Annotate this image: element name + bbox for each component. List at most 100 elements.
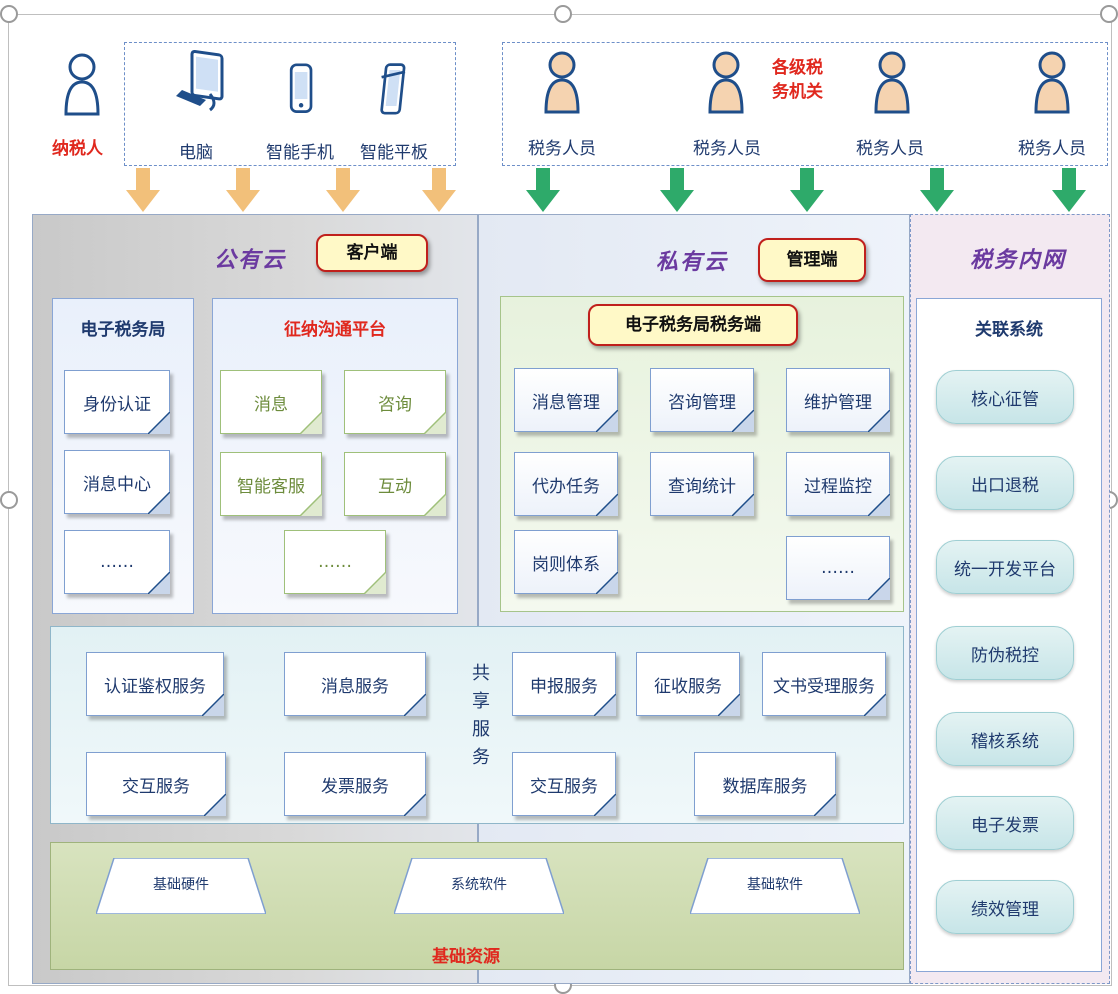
down-arrow-icon — [326, 168, 360, 212]
etax-bureau-title: 电子税务局 — [80, 320, 166, 340]
base-software-shape[interactable] — [690, 858, 860, 914]
page-curl-icon — [594, 794, 616, 816]
card-label: 身份认证 — [83, 394, 151, 415]
page-curl-icon — [300, 412, 322, 434]
export-refund-item[interactable]: 出口退税 — [936, 456, 1074, 510]
page-curl-icon — [596, 410, 618, 432]
consult-card[interactable]: 咨询 — [344, 370, 446, 434]
smart-service-card[interactable]: 智能客服 — [220, 452, 322, 516]
card-label: 数据库服务 — [722, 776, 808, 797]
page-curl-icon — [204, 794, 226, 816]
page-curl-icon — [732, 494, 754, 516]
card-label: …… — [821, 558, 855, 578]
collection-service-card[interactable]: 征收服务 — [636, 652, 740, 716]
resize-handle-top-right[interactable] — [1100, 5, 1118, 23]
shared-services-char: 务 — [472, 747, 490, 768]
page-curl-icon — [718, 694, 740, 716]
anti-counterfeit-tax-control-item[interactable]: 防伪税控 — [936, 626, 1074, 680]
resize-handle-left[interactable] — [0, 491, 18, 509]
private-cloud-title: 私有云 — [656, 250, 729, 275]
process-monitoring-card[interactable]: 过程监控 — [786, 452, 890, 516]
tax-staff-label-2: 税务人员 — [693, 139, 761, 159]
etax-tax-side-pill: 电子税务局税务端 — [588, 304, 798, 346]
shared-services-label: 共 享 服 务 — [470, 660, 492, 772]
message-service-card[interactable]: 消息服务 — [284, 652, 426, 716]
identity-auth-card[interactable]: 身份认证 — [64, 370, 170, 434]
card-label: …… — [318, 552, 352, 572]
base-hardware-shape[interactable] — [96, 858, 266, 914]
auth-service-card[interactable]: 认证鉴权服务 — [86, 652, 224, 716]
related-systems-title: 关联系统 — [975, 320, 1043, 340]
tax-authority-label: 各级税 务机关 — [772, 56, 832, 104]
tax-staff-label-1: 税务人员 — [528, 139, 596, 159]
page-curl-icon — [868, 578, 890, 600]
page-curl-icon — [868, 410, 890, 432]
e-invoice-item[interactable]: 电子发票 — [936, 796, 1074, 850]
more-card[interactable]: …… — [284, 530, 386, 594]
device-group-box — [124, 42, 456, 166]
maintenance-management-card[interactable]: 维护管理 — [786, 368, 890, 432]
computer-icon — [176, 49, 224, 112]
interaction-service-card[interactable]: 交互服务 — [512, 752, 616, 816]
query-statistics-card[interactable]: 查询统计 — [650, 452, 754, 516]
communication-platform-title: 征纳沟通平台 — [284, 320, 386, 340]
tax-staff-icon-4 — [1034, 51, 1070, 114]
agent-task-card[interactable]: 代办任务 — [514, 452, 618, 516]
page-curl-icon — [868, 494, 890, 516]
core-tax-admin-item[interactable]: 核心征管 — [936, 370, 1074, 424]
shared-services-char: 享 — [472, 691, 490, 712]
page-curl-icon — [596, 494, 618, 516]
message-center-card[interactable]: 消息中心 — [64, 450, 170, 514]
management-side-pill: 管理端 — [758, 238, 866, 282]
resize-handle-top[interactable] — [554, 5, 572, 23]
interaction-card[interactable]: 互动 — [344, 452, 446, 516]
card-label: 咨询管理 — [668, 392, 736, 413]
down-arrow-icon — [660, 168, 694, 212]
card-label: 代办任务 — [532, 476, 600, 497]
shared-services-char: 服 — [472, 719, 490, 740]
performance-management-item[interactable]: 绩效管理 — [936, 880, 1074, 934]
message-management-card[interactable]: 消息管理 — [514, 368, 618, 432]
tax-staff-icon-1 — [544, 51, 580, 114]
device-label-computer: 电脑 — [179, 143, 213, 163]
taxpayer-label: 纳税人 — [52, 139, 103, 159]
system-software-label: 系统软件 — [451, 877, 507, 893]
down-arrow-icon — [126, 168, 160, 212]
down-arrow-icon — [1052, 168, 1086, 212]
card-label: 认证鉴权服务 — [104, 676, 206, 697]
post-rules-card[interactable]: 岗则体系 — [514, 530, 618, 594]
down-arrow-icon — [422, 168, 456, 212]
declaration-service-card[interactable]: 申报服务 — [512, 652, 616, 716]
invoice-service-card[interactable]: 发票服务 — [284, 752, 426, 816]
tablet-icon — [380, 63, 406, 115]
page-curl-icon — [364, 572, 386, 594]
shared-services-char: 共 — [472, 663, 490, 684]
card-label: 文书受理服务 — [773, 676, 875, 697]
card-label: 过程监控 — [804, 476, 872, 497]
tax-authority-label-text: 各级税 务机关 — [772, 58, 823, 102]
database-service-card[interactable]: 数据库服务 — [694, 752, 836, 816]
more-card[interactable]: …… — [786, 536, 890, 600]
card-label: 消息 — [254, 394, 288, 415]
card-label: 消息中心 — [83, 474, 151, 495]
smartphone-icon — [289, 63, 313, 113]
page-curl-icon — [732, 410, 754, 432]
down-arrow-icon — [790, 168, 824, 212]
resize-handle-top-left[interactable] — [0, 5, 18, 23]
base-resources-title: 基础资源 — [432, 947, 500, 967]
document-acceptance-service-card[interactable]: 文书受理服务 — [762, 652, 886, 716]
down-arrow-icon — [226, 168, 260, 212]
interaction-service-card[interactable]: 交互服务 — [86, 752, 226, 816]
page-curl-icon — [864, 694, 886, 716]
audit-system-item[interactable]: 稽核系统 — [936, 712, 1074, 766]
consult-management-card[interactable]: 咨询管理 — [650, 368, 754, 432]
unified-dev-platform-item[interactable]: 统一开发平台 — [936, 540, 1074, 594]
message-card[interactable]: 消息 — [220, 370, 322, 434]
system-software-shape[interactable] — [394, 858, 564, 914]
page-curl-icon — [300, 494, 322, 516]
page-curl-icon — [424, 494, 446, 516]
more-card[interactable]: …… — [64, 530, 170, 594]
page-curl-icon — [148, 412, 170, 434]
device-label-tablet: 智能平板 — [360, 143, 428, 163]
card-label: 征收服务 — [654, 676, 722, 697]
